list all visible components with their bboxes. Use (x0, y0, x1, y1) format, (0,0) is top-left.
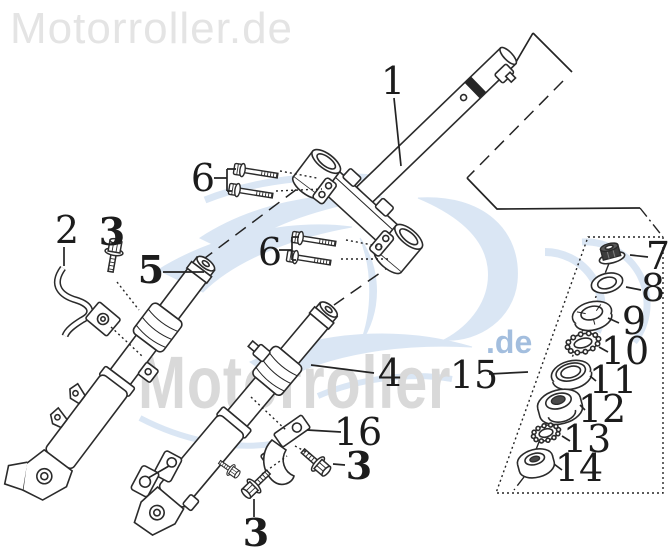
cable-guide (54, 265, 121, 338)
part-label-3b: 3 (346, 443, 372, 488)
part-label-3a: 3 (99, 209, 125, 254)
bolt-3-right (296, 443, 335, 481)
fork-holder-right (369, 223, 424, 275)
lower-bearing-cone (536, 388, 584, 426)
watermark-header: Motorroller.de (10, 4, 294, 53)
bearing-race (550, 359, 593, 391)
bolt-6-upper-1 (232, 161, 280, 183)
upper-ball-retainer (564, 330, 602, 356)
part-labels: 1 2 3 5 6 6 4 15 16 3 3 7 8 9 10 11 12 1… (55, 59, 670, 553)
part-label-4: 4 (378, 351, 402, 395)
label-leader-lines (63, 97, 649, 517)
part-label-12: 12 (578, 387, 626, 431)
assembly-dotted-lines (110, 170, 388, 475)
steering-stem (355, 46, 518, 204)
bearing-set-box (495, 236, 664, 494)
part-label-6b: 6 (258, 230, 282, 274)
dust-seal (516, 448, 556, 479)
fork-holder-left (292, 148, 342, 205)
part-label-5: 5 (138, 247, 164, 292)
fork-leg-left (3, 255, 216, 501)
under-bracket (292, 148, 424, 275)
watermark-brand-suffix: .de (486, 324, 533, 360)
part-label-13: 13 (563, 417, 611, 461)
lock-washer (590, 272, 624, 294)
part-label-2: 2 (55, 208, 79, 252)
upper-bearing-cone (571, 300, 613, 332)
part-label-10: 10 (601, 329, 649, 373)
part-label-14: 14 (555, 446, 603, 490)
part-label-9: 9 (622, 299, 646, 343)
steering-bearing-stack (516, 242, 626, 479)
bolt-6-lower-1 (290, 229, 338, 251)
part-label-15: 15 (450, 353, 498, 397)
part-label-1: 1 (381, 59, 405, 103)
bolt-6-upper-2 (227, 181, 275, 203)
part-label-11: 11 (589, 358, 637, 402)
fork-leg-right (130, 301, 339, 536)
part-label-16: 16 (334, 410, 382, 454)
steering-axis-lines (204, 32, 664, 491)
lower-ball-retainer (530, 422, 562, 444)
part-label-6a: 6 (191, 156, 215, 200)
part-label-7: 7 (646, 234, 670, 278)
part-label-3c: 3 (243, 510, 269, 553)
stem-nut (598, 242, 626, 265)
part-label-8: 8 (641, 266, 665, 310)
